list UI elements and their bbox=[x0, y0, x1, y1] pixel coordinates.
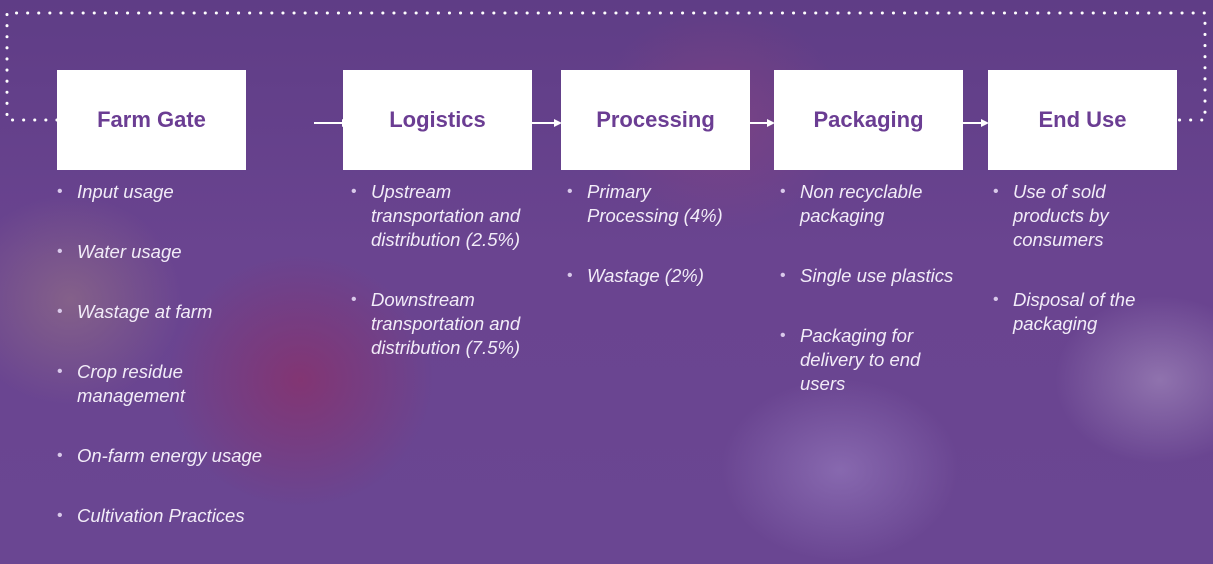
stage-box-end-use: End Use bbox=[988, 70, 1177, 170]
list-item: Upstream transportation and distribution… bbox=[351, 180, 531, 252]
logistics-list: Upstream transportation and distribution… bbox=[351, 180, 531, 396]
stage-title: Logistics bbox=[389, 107, 486, 132]
list-item: Packaging for delivery to end users bbox=[780, 324, 948, 396]
list-item: Non recyclable packaging bbox=[780, 180, 960, 228]
end-use-list: Use of sold products by consumers Dispos… bbox=[993, 180, 1173, 372]
stage-box-packaging: Packaging bbox=[774, 70, 963, 170]
list-item: Cultivation Practices bbox=[57, 504, 327, 528]
list-item: Wastage (2%) bbox=[567, 264, 747, 288]
packaging-list: Non recyclable packaging Single use plas… bbox=[780, 180, 960, 432]
stage-box-farm-gate: Farm Gate bbox=[57, 70, 246, 170]
list-item: Wastage at farm bbox=[57, 300, 327, 324]
stage-box-logistics: Logistics bbox=[343, 70, 532, 170]
farm-gate-list: Input usage Water usage Wastage at farm … bbox=[57, 180, 327, 564]
list-item: Single use plastics bbox=[780, 264, 960, 288]
list-item: Primary Processing (4%) bbox=[567, 180, 747, 228]
list-item: Downstream transportation and distributi… bbox=[351, 288, 531, 360]
stage-title: Processing bbox=[596, 107, 715, 132]
list-item: On-farm energy usage bbox=[57, 444, 327, 468]
list-item: Water usage bbox=[57, 240, 327, 264]
list-item: Use of sold products by consumers bbox=[993, 180, 1153, 252]
stage-title: Packaging bbox=[813, 107, 924, 132]
list-item: Disposal of the packaging bbox=[993, 288, 1173, 336]
stage-title: Farm Gate bbox=[97, 107, 206, 132]
list-item: Input usage bbox=[57, 180, 327, 204]
list-item: Crop residue management bbox=[57, 360, 237, 408]
stage-title: End Use bbox=[1038, 107, 1127, 132]
processing-list: Primary Processing (4%) Wastage (2%) bbox=[567, 180, 747, 324]
stage-box-processing: Processing bbox=[561, 70, 750, 170]
